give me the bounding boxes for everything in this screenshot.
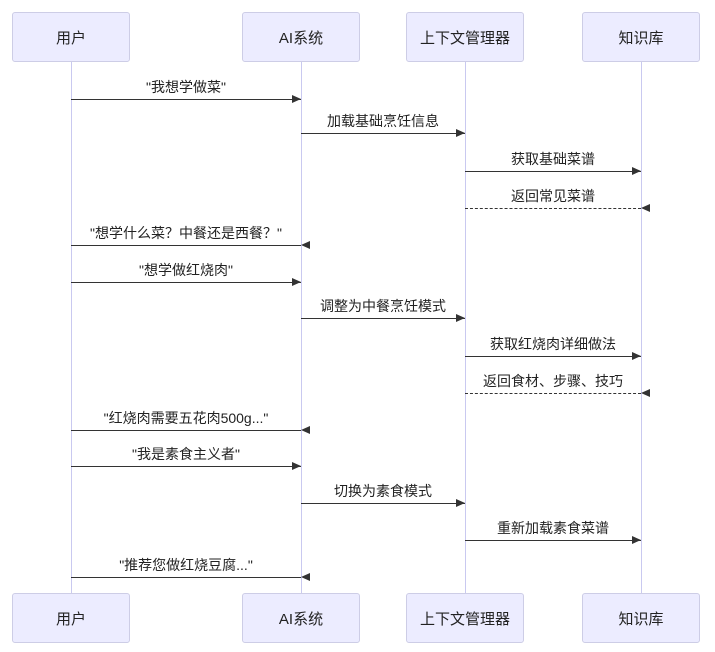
actor-box-user-bottom: 用户 bbox=[12, 593, 130, 643]
message-line bbox=[301, 133, 465, 134]
message-line bbox=[71, 99, 301, 100]
message-label: "想学做红烧肉" bbox=[139, 262, 233, 278]
actor-label-ai: AI系统 bbox=[278, 29, 324, 47]
actor-label-user: 用户 bbox=[55, 610, 86, 628]
message-label: 返回常见菜谱 bbox=[511, 188, 595, 204]
message-label: "想学什么菜？中餐还是西餐？" bbox=[90, 225, 282, 241]
message-line bbox=[301, 503, 465, 504]
lifeline-context bbox=[465, 62, 466, 593]
message-label: 获取红烧肉详细做法 bbox=[490, 336, 616, 352]
message-line bbox=[71, 430, 301, 431]
lifeline-user bbox=[71, 62, 72, 593]
message-arrowhead bbox=[301, 241, 310, 249]
message-arrowhead bbox=[641, 204, 650, 212]
message-line bbox=[71, 282, 301, 283]
message-line bbox=[465, 356, 641, 357]
actor-label-kb: 知识库 bbox=[618, 610, 664, 628]
message-label: "推荐您做红烧豆腐..." bbox=[119, 557, 253, 573]
actor-label-user: 用户 bbox=[55, 29, 86, 47]
actor-box-context-bottom: 上下文管理器 bbox=[406, 593, 524, 643]
message-arrowhead bbox=[292, 462, 301, 470]
actor-box-context-top: 上下文管理器 bbox=[406, 12, 524, 62]
message-line bbox=[465, 540, 641, 541]
message-arrowhead bbox=[456, 129, 465, 137]
message-arrowhead bbox=[292, 278, 301, 286]
message-arrowhead bbox=[292, 95, 301, 103]
message-line bbox=[301, 318, 465, 319]
message-line bbox=[71, 245, 301, 246]
actor-label-context: 上下文管理器 bbox=[419, 610, 510, 628]
message-label: 重新加载素食菜谱 bbox=[497, 520, 609, 536]
message-line bbox=[71, 466, 301, 467]
message-arrowhead bbox=[301, 573, 310, 581]
message-label: "我想学做菜" bbox=[146, 79, 226, 95]
actor-label-ai: AI系统 bbox=[278, 610, 324, 628]
actor-label-kb: 知识库 bbox=[618, 29, 664, 47]
actor-box-kb-bottom: 知识库 bbox=[582, 593, 700, 643]
message-line bbox=[465, 208, 641, 209]
message-arrowhead bbox=[632, 167, 641, 175]
message-arrowhead bbox=[456, 314, 465, 322]
lifeline-kb bbox=[641, 62, 642, 593]
message-arrowhead bbox=[301, 426, 310, 434]
message-label: 返回食材、步骤、技巧 bbox=[483, 373, 623, 389]
actor-box-ai-top: AI系统 bbox=[242, 12, 360, 62]
lifeline-ai bbox=[301, 62, 302, 593]
message-label: 调整为中餐烹饪模式 bbox=[320, 298, 446, 314]
message-line bbox=[465, 171, 641, 172]
message-line bbox=[465, 393, 641, 394]
actor-box-ai-bottom: AI系统 bbox=[242, 593, 360, 643]
message-arrowhead bbox=[456, 499, 465, 507]
message-arrowhead bbox=[632, 536, 641, 544]
message-label: 获取基础菜谱 bbox=[511, 151, 595, 167]
actor-box-kb-top: 知识库 bbox=[582, 12, 700, 62]
message-arrowhead bbox=[632, 352, 641, 360]
actor-box-user-top: 用户 bbox=[12, 12, 130, 62]
message-label: 切换为素食模式 bbox=[334, 483, 432, 499]
message-label: "红烧肉需要五花肉500g..." bbox=[103, 410, 269, 426]
message-arrowhead bbox=[641, 389, 650, 397]
message-label: 加载基础烹饪信息 bbox=[327, 113, 439, 129]
message-label: "我是素食主义者" bbox=[132, 446, 240, 462]
message-line bbox=[71, 577, 301, 578]
actor-label-context: 上下文管理器 bbox=[419, 29, 510, 47]
